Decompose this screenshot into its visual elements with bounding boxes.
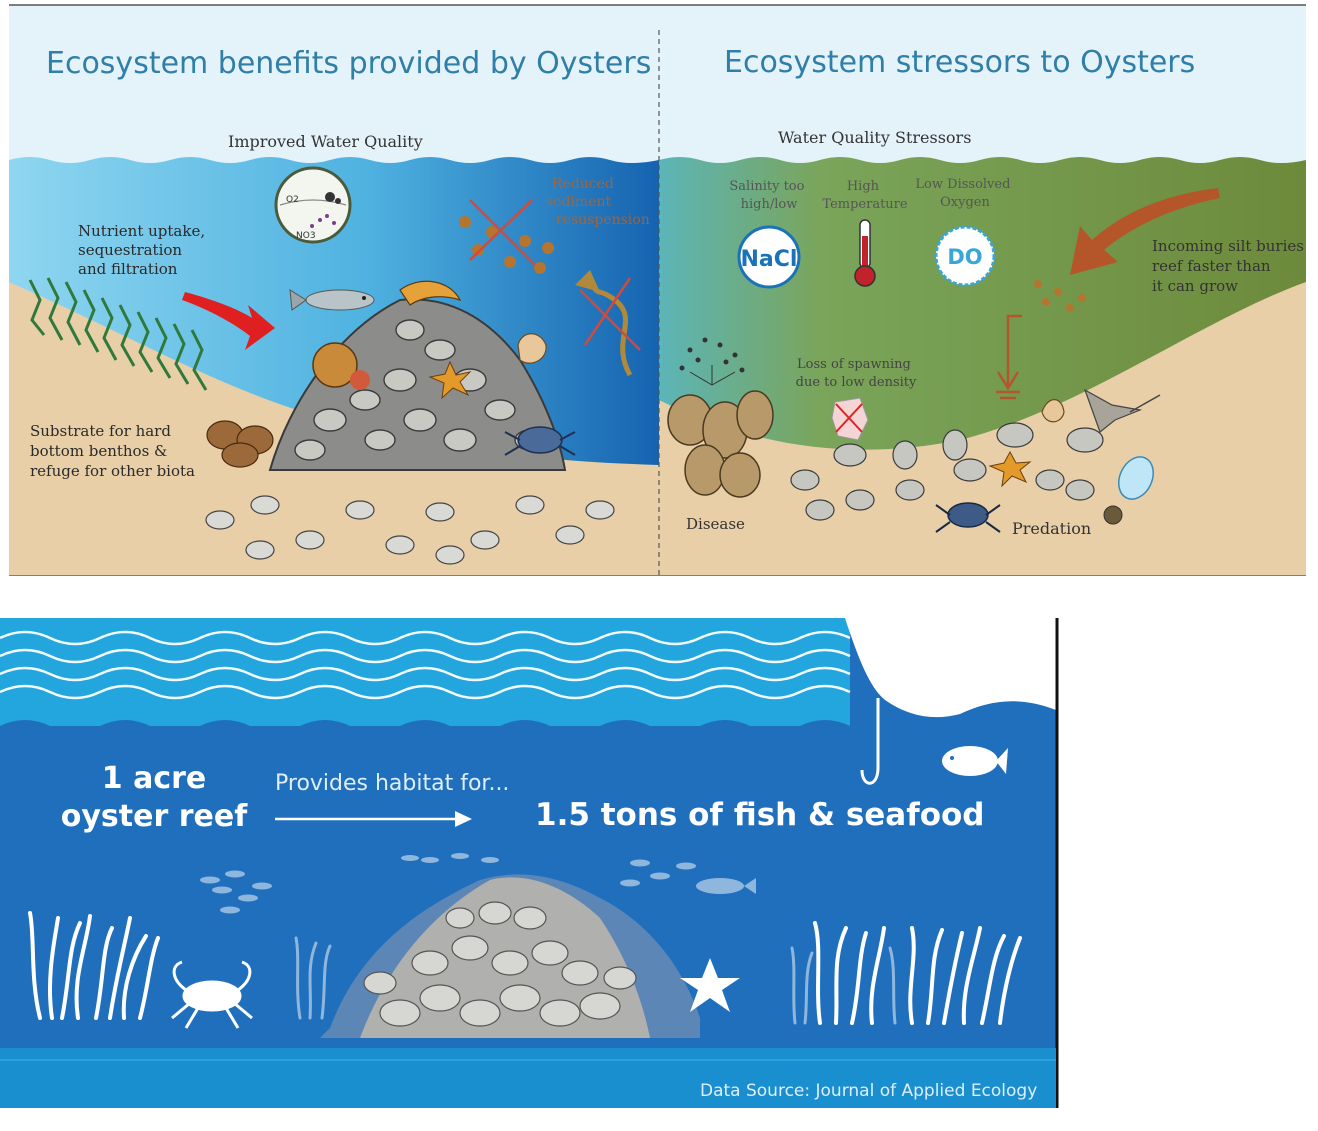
sky-corner [845, 618, 1056, 718]
predator-snail-icon [1041, 399, 1065, 423]
starfish-icon [428, 360, 472, 400]
no-spawning-icon [831, 397, 869, 441]
substrate-label: Substrate for hard bottom benthos & refu… [30, 422, 195, 480]
hermit-crab-icon [312, 342, 370, 390]
fish-icon [289, 289, 375, 311]
starfish-white-icon [680, 958, 740, 1012]
snail-icon [517, 333, 547, 364]
silt-particles-icon [1034, 280, 1086, 312]
nutrient-arrow-icon [182, 292, 275, 350]
stingray-icon [1083, 388, 1161, 433]
water-quality-stressors-label: Water Quality Stressors [778, 128, 971, 147]
disease-spores-icon [679, 337, 745, 386]
nacl-badge-text: NaCl [741, 247, 798, 272]
silt-burial-arrow-icon [996, 314, 1022, 400]
predator-starfish-icon [988, 450, 1032, 488]
seagrass-right-icon [813, 921, 1022, 1025]
blue-crab-icon [504, 426, 576, 456]
fishing-hook-icon [860, 698, 880, 785]
improved-water-quality-label: Improved Water Quality [228, 132, 423, 151]
inset-no3-label: NO3 [296, 231, 316, 241]
large-fish-icon [696, 878, 756, 894]
oyster-reef-pile-icon [320, 874, 700, 1038]
high-temperature-label: High Temperature [822, 179, 907, 212]
nutrient-uptake-label: Nutrient uptake, sequestration and filtr… [78, 222, 210, 278]
right-oysters-icon [790, 422, 1104, 521]
provides-arrow-icon [275, 811, 472, 827]
do-badge-icon: DO [934, 225, 996, 287]
reduced-sediment-label: Reduced sediment resuspension [546, 176, 650, 228]
scattered-shells-icon [205, 495, 615, 565]
acre-line-2: oyster reef [61, 799, 248, 834]
predator-crab-icon [935, 502, 1001, 533]
sediment-particles-icon [459, 199, 554, 274]
jellyfish-icon [1103, 456, 1154, 525]
data-source-label: Data Source: Journal of Applied Ecology [700, 1081, 1037, 1101]
benefits-title: Ecosystem benefits provided by Oysters [46, 46, 651, 81]
seagrass-icon [28, 277, 208, 391]
habitat-infographic: 1 acre oyster reef Provides habitat for.… [0, 618, 1059, 1108]
surface-waves-icon [0, 630, 851, 700]
crab-icon [171, 960, 253, 1029]
seagrass-right-faded-icon [790, 946, 897, 1025]
silt-arrow-icon [1070, 188, 1220, 275]
disease-label: Disease [686, 515, 745, 533]
predation-label: Predation [1012, 519, 1091, 538]
provides-habitat-label: Provides habitat for... [275, 771, 509, 796]
water-surface [0, 703, 1056, 748]
fish-silhouette-icon [942, 746, 1008, 776]
stressors-title: Ecosystem stressors to Oysters [724, 45, 1195, 80]
oyster-ecosystem-diagram: Ecosystem benefits provided by Oysters E… [9, 4, 1309, 576]
oyster-reef-icon [268, 298, 567, 471]
incoming-silt-label: Incoming silt buries reef faster than it… [1152, 237, 1309, 295]
water-chemistry-inset-icon: O2 NO3 [274, 166, 352, 244]
diseased-oysters-icon [667, 390, 774, 498]
nacl-badge-icon: NaCl [737, 225, 801, 289]
do-badge-text: DO [947, 245, 982, 269]
salinity-label: Salinity too high/low [729, 179, 808, 212]
tons-label: 1.5 tons of fish & seafood [535, 797, 985, 833]
fish-school-icon [200, 853, 696, 914]
thermometer-icon [854, 219, 876, 287]
oyster-cluster-icon [206, 420, 274, 468]
shrimp-icon [399, 280, 462, 306]
resuspension-arrow-icon [575, 270, 641, 377]
low-dissolved-oxygen-label: Low Dissolved Oxygen [915, 177, 1014, 210]
seabed-band [0, 1048, 1056, 1108]
loss-spawning-label: Loss of spawning due to low density [796, 357, 917, 390]
seagrass-left-icon [28, 911, 160, 1020]
seagrass-left-faded-icon [294, 936, 332, 1020]
acre-line-1: 1 acre [102, 761, 207, 796]
inset-o2-label: O2 [286, 195, 299, 205]
